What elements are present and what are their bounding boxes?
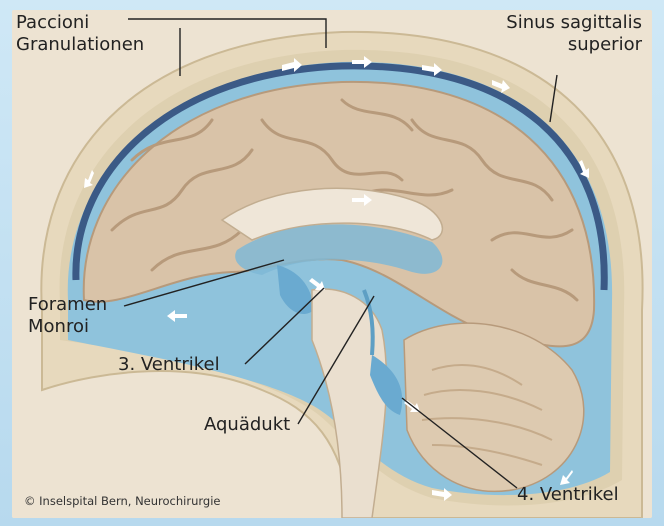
label-4-ventrikel: 4. Ventrikel (517, 484, 619, 506)
label-paccioni-line1: Paccioni (16, 12, 144, 34)
copyright-notice: © Inselspital Bern, Neurochirurgie (24, 494, 220, 508)
label-foramen-line1: Foramen (28, 294, 107, 316)
label-sinus-sagittalis: Sinus sagittalis superior (506, 12, 642, 56)
brain-sagittal-section (12, 10, 652, 518)
label-aquadukt: Aquädukt (204, 414, 290, 436)
label-foramen-monroi: Foramen Monroi (28, 294, 107, 338)
illustration-panel: Paccioni Granulationen Sinus sagittalis … (12, 10, 652, 518)
label-3-ventrikel: 3. Ventrikel (118, 354, 220, 376)
label-paccioni-granulationen: Paccioni Granulationen (16, 12, 144, 56)
label-paccioni-line2: Granulationen (16, 34, 144, 56)
label-sinus-line1: Sinus sagittalis (506, 12, 642, 34)
label-sinus-line2: superior (506, 34, 642, 56)
label-foramen-line2: Monroi (28, 316, 107, 338)
